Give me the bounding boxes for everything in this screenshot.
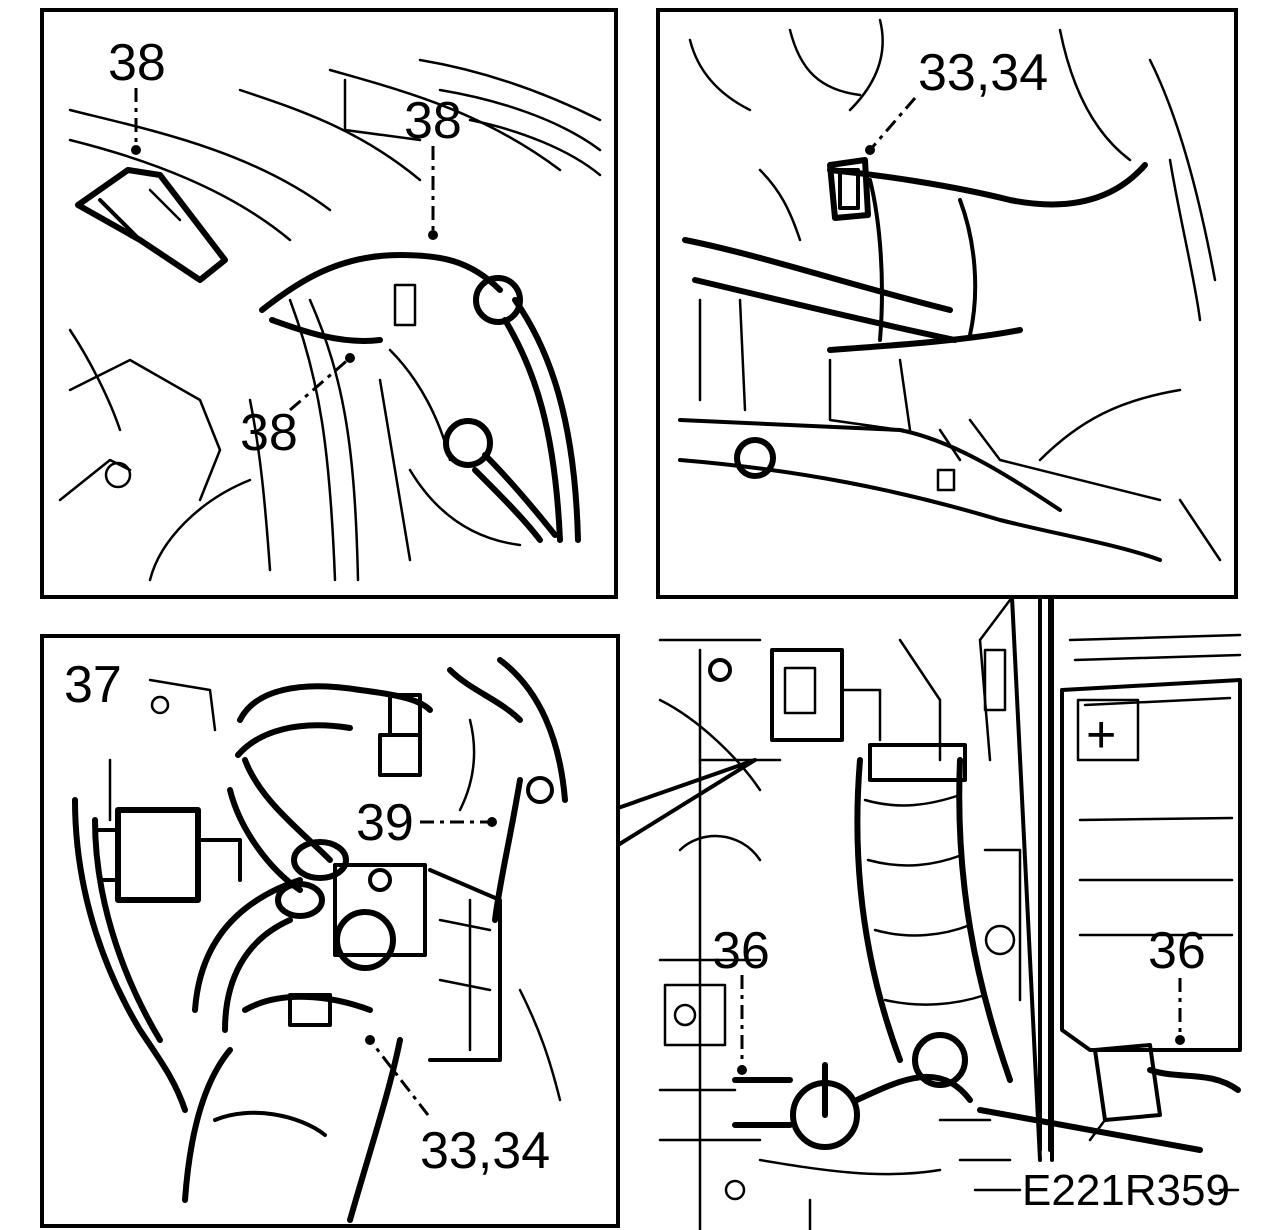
label-36-right: 36: [1148, 922, 1206, 980]
panel-top-left-drawing: [58, 58, 602, 582]
label-38-top-right: 38: [404, 92, 462, 150]
figure-reference: E221R359: [1022, 1166, 1230, 1215]
connector-bottom-left: [616, 758, 757, 847]
label-39: 39: [356, 794, 414, 852]
overview-engine-bay: +: [658, 598, 1242, 1230]
coolant-union: [658, 1032, 1203, 1153]
label-37: 37: [64, 656, 122, 714]
panel-bottom-left-drawing: [72, 657, 568, 1223]
label-33-34-top-right: 33,34: [918, 44, 1048, 102]
leader-38-bottom: [289, 356, 351, 412]
connector-block: [698, 648, 882, 1230]
engine-outline: [658, 598, 1052, 1230]
panel-top-right-drawing: [678, 18, 1222, 562]
intake-hose: [854, 743, 1013, 1083]
panel-top-left: 38 38 38: [40, 8, 618, 599]
panel-bottom-left: 37 39 33,34: [40, 634, 620, 1228]
sensor-right: [1088, 1043, 1241, 1142]
label-33-34-bottom-left: 33,34: [420, 1122, 550, 1180]
leader-33-34-top-right: [868, 97, 917, 151]
panel-top-right: 33,34: [656, 8, 1238, 599]
label-36-left: 36: [712, 922, 770, 980]
battery-plus-icon: +: [1086, 706, 1116, 764]
connector-top-right: [1010, 595, 1042, 1162]
battery: +: [1060, 633, 1242, 1052]
label-38-bottom: 38: [240, 404, 298, 462]
label-38-top-left: 38: [108, 34, 166, 92]
